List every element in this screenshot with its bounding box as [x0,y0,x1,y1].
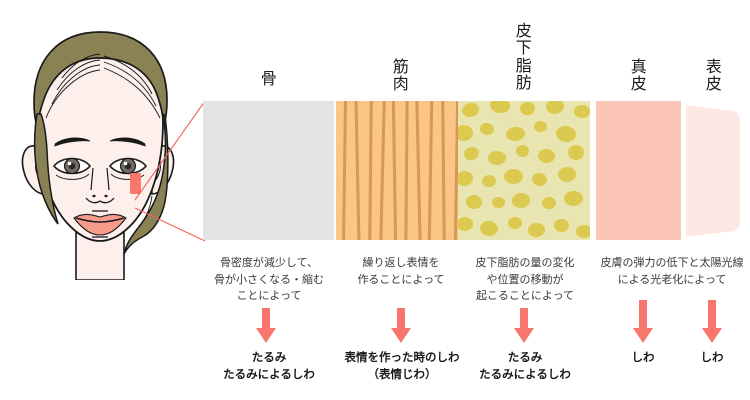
result-text-epidermis: しわ [700,350,724,364]
cheek-sample-marker [130,173,141,194]
layer-title-epidermis: 表 皮 [705,57,723,94]
result-text-muscle: 表情を作った時のしわ （表情じわ） [344,350,460,382]
result-text-subcutaneous-fat: たるみ たるみによるしわ [479,350,571,382]
layer-title-dermis: 真 皮 [630,57,648,94]
result-text-bone: たるみ たるみによるしわ [223,350,315,382]
layer-swatch-subcutaneous-fat [458,101,590,240]
down-arrow-icon-bone [256,308,276,343]
down-arrow-icon-subcutaneous-fat [514,308,534,343]
layer-title-bone: 骨 [260,69,278,88]
cause-text-muscle: 繰り返し表情を 作ることによって [357,256,445,286]
layer-title-subcutaneous-fat: 皮 下 脂 肪 [515,21,533,92]
layer-swatch-bone [203,101,334,240]
cause-text-bone: 骨密度が減少して、 骨が小さくなる・縮む ことによって [214,256,324,303]
layer-title-muscle: 筋 肉 [392,57,410,94]
layer-swatch-muscle [336,101,465,240]
down-arrow-icon-epidermis [702,300,722,343]
cause-text-dermis-epidermis: 皮膚の弾力の低下と太陽光線 による光老化によって [600,256,744,286]
layer-swatch-epidermis [686,105,740,237]
result-text-dermis: しわ [631,350,655,364]
face-illustration [21,31,175,280]
down-arrow-icon-muscle [391,308,411,343]
cause-text-subcutaneous-fat: 皮下脂肪の量の変化 や位置の移動が 起こることによって [475,256,575,303]
layer-swatch-dermis [596,101,681,240]
down-arrow-icon-dermis [633,300,653,343]
